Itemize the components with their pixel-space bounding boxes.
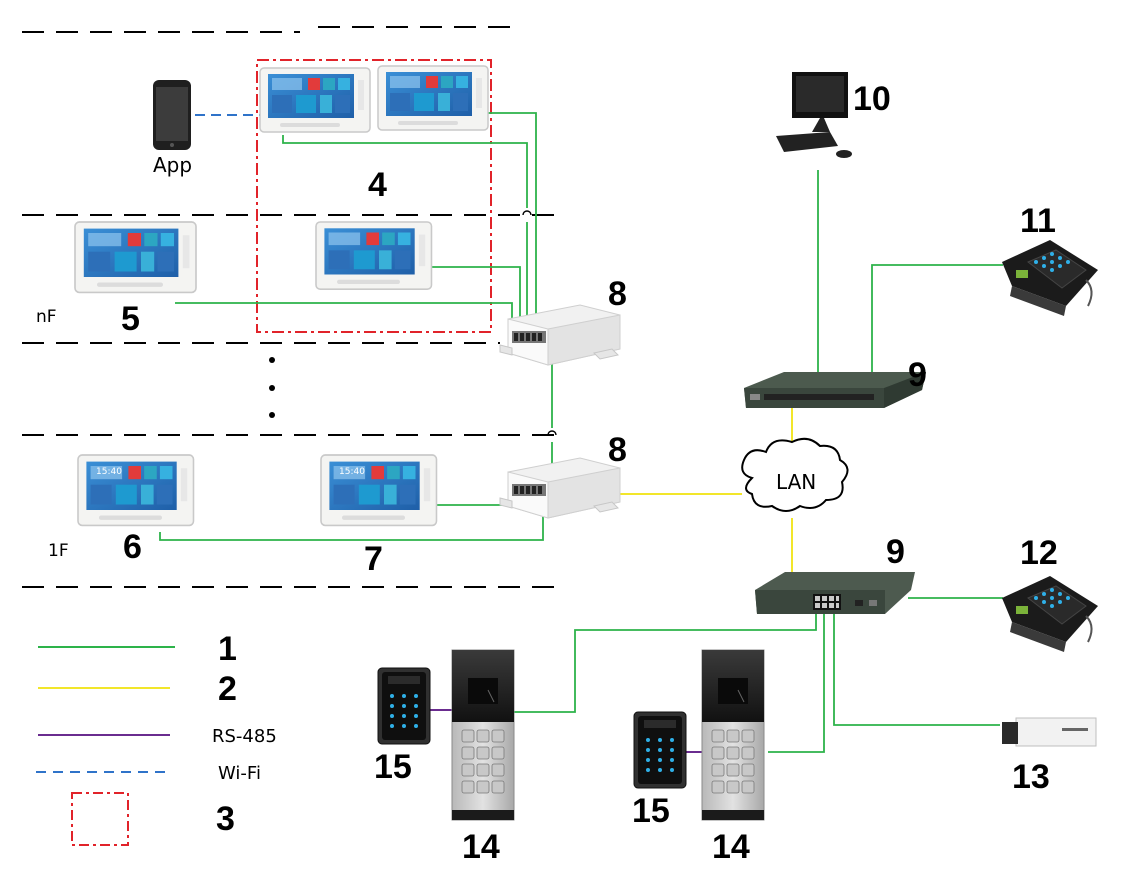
legend-key-2: 2 — [218, 670, 237, 708]
network-switch-icon — [755, 572, 915, 614]
callout-8: 8 — [608, 431, 627, 469]
callout-4: 4 — [368, 166, 387, 204]
network-switch-icon — [744, 372, 926, 408]
legend-group-box — [71, 792, 129, 846]
indoor-monitor-icon — [259, 67, 371, 133]
indoor-monitor-icon — [77, 454, 195, 527]
floor-label-nf: nF — [36, 307, 57, 327]
app-label: App — [153, 153, 192, 177]
distributor-icon — [499, 304, 621, 366]
indoor-monitor-icon — [315, 221, 433, 290]
computer-icon — [776, 72, 852, 158]
legend-text-rs485: RS-485 — [212, 726, 277, 747]
callout-9: 9 — [886, 533, 905, 571]
callout-15: 15 — [632, 792, 670, 830]
legend-text-wifi: Wi-Fi — [218, 763, 261, 784]
indoor-monitor-icon — [74, 221, 197, 294]
floor-label-1f: 1F — [48, 541, 69, 561]
monitor-screen-time: 15:40 — [339, 467, 365, 477]
callout-5: 5 — [121, 300, 140, 338]
indoor-monitor-icon — [377, 65, 489, 131]
monitor-group-box — [256, 59, 492, 333]
legend-key-1: 1 — [218, 630, 237, 668]
callout-15: 15 — [374, 748, 412, 786]
monitor-screen-time: 15:40 — [96, 467, 122, 477]
callout-8: 8 — [608, 275, 627, 313]
lan-label: LAN — [776, 470, 816, 494]
master-station-icon — [1001, 575, 1099, 653]
distributor-icon — [499, 457, 621, 519]
wiring-type-1 — [159, 112, 1003, 753]
wiring-rs485 — [430, 709, 702, 753]
callout-6: 6 — [123, 528, 142, 566]
smartphone-icon — [153, 80, 191, 150]
door-station-keypad — [461, 729, 755, 794]
callout-14: 14 — [712, 828, 750, 866]
camera-icon — [1002, 717, 1097, 747]
callout-12: 12 — [1020, 534, 1058, 572]
callout-13: 13 — [1012, 758, 1050, 796]
callout-14: 14 — [462, 828, 500, 866]
indoor-monitor-icon — [320, 454, 438, 527]
callout-7: 7 — [364, 540, 383, 578]
card-reader-keys — [390, 694, 674, 772]
wire-crossover-arcs — [522, 210, 557, 436]
callout-10: 10 — [853, 80, 891, 118]
cloud-icon — [741, 437, 849, 512]
callout-11: 11 — [1020, 202, 1056, 240]
more-floors-ellipsis — [269, 357, 275, 418]
legend-key-3: 3 — [216, 800, 235, 838]
floor-separators — [22, 26, 560, 588]
legend: 1 2 RS-485 Wi-Fi 3 — [36, 630, 277, 846]
master-station-icon — [1001, 239, 1099, 317]
callout-9: 9 — [908, 356, 927, 394]
